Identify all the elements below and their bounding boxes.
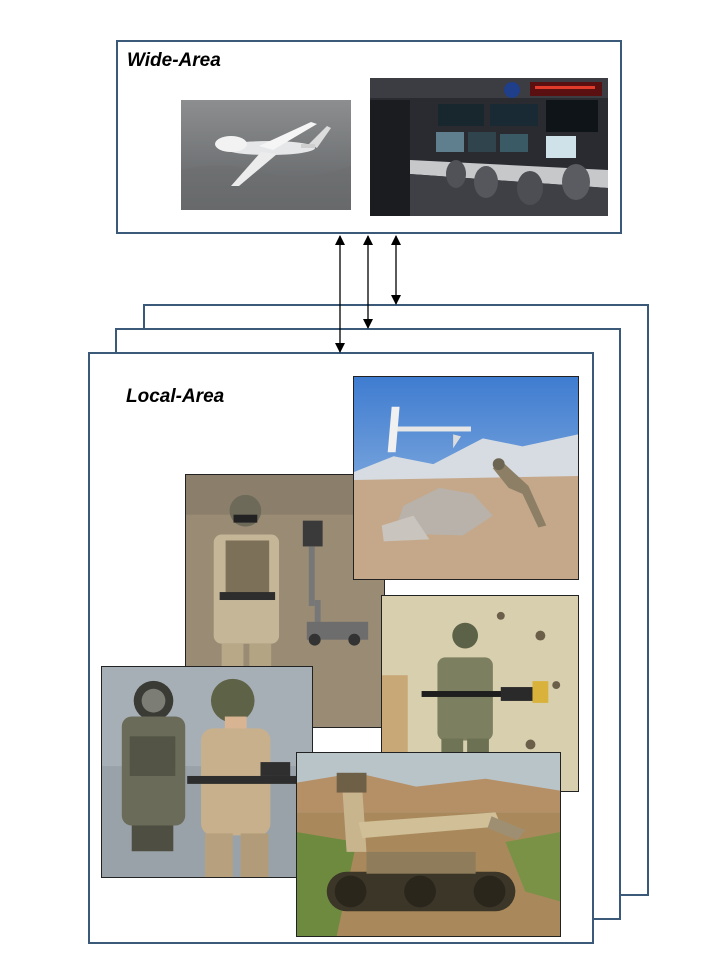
wide-area-frame: Wide-Area (116, 40, 622, 234)
control-room-photo (370, 78, 608, 216)
uav-drone-photo (181, 100, 351, 210)
wide-area-label: Wide-Area (127, 50, 221, 71)
hand-launched-uav-photo (353, 376, 579, 580)
soldier-exoskeleton-photo (101, 666, 313, 878)
local-area-label: Local-Area (126, 386, 225, 407)
tracked-robot-photo (296, 752, 561, 937)
